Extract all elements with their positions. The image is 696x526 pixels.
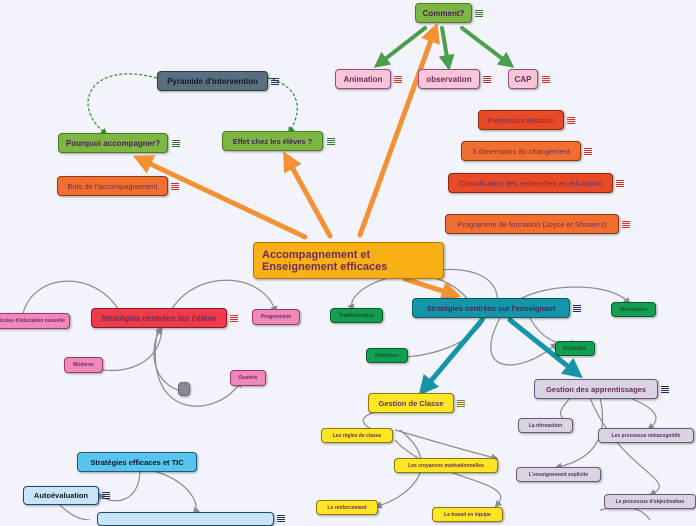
notes-icon[interactable]	[102, 492, 110, 499]
connector-eleve-loop	[153, 327, 179, 391]
directives-node[interactable]: Directives	[366, 348, 408, 363]
strat-tic-node[interactable]: Stratégies efficaces et TIC	[77, 452, 197, 472]
notes-icon[interactable]	[327, 138, 335, 145]
classification-node[interactable]: Classification des recherches en éducati…	[448, 173, 613, 193]
cap-node[interactable]: CAP	[508, 69, 538, 89]
connector-tic-pale	[149, 469, 201, 515]
arrow-central-enseignant	[402, 276, 462, 301]
connector-ga-explicite	[554, 397, 604, 470]
strat-eleve-node[interactable]: Stratégies centrées sur l'élève	[91, 308, 227, 328]
regles-node[interactable]: Les règles de classe	[321, 428, 393, 443]
dimensions-node[interactable]: 3 dimensions du changement	[461, 141, 581, 161]
arrow-comment-animation	[373, 26, 427, 68]
pyramide-node[interactable]: Pyramide d'intervention	[157, 71, 268, 91]
pale-blue-node[interactable]	[97, 512, 274, 526]
gestion-classe-node[interactable]: Gestion de Classe	[368, 393, 454, 413]
education-nouvelle-node[interactable]: Les écoles d'éducation nouvelle	[0, 313, 70, 329]
strat-enseignant-node[interactable]: Stratégies centrées sur l'enseignant	[412, 298, 570, 318]
notes-icon[interactable]	[277, 515, 285, 522]
notes-icon[interactable]	[457, 400, 465, 407]
explicites-node[interactable]: Explicites	[555, 341, 595, 356]
moderne-node[interactable]: Moderne	[64, 357, 103, 373]
structurees-node[interactable]: Structurées	[611, 302, 656, 317]
arrow-central-comment	[357, 22, 440, 238]
notes-icon[interactable]	[271, 78, 279, 85]
effet-node[interactable]: Effet chez les élèves ?	[222, 131, 323, 151]
connector-auto-extra	[59, 504, 91, 520]
autoevaluation-node[interactable]: Autoévaluation	[23, 486, 99, 505]
arrow-comment-cap	[460, 26, 515, 68]
gestion-apprentissages-node[interactable]: Gestion des apprentissages	[534, 379, 658, 399]
connector-ga-meta	[629, 397, 657, 431]
connector-eleve-nouvelle	[19, 280, 121, 322]
grey-marker-node[interactable]	[178, 382, 190, 396]
connector-ga-objectivation	[589, 397, 660, 496]
notes-icon[interactable]	[542, 76, 550, 83]
notes-icon[interactable]	[573, 305, 581, 312]
connector-gc-equipe	[394, 439, 503, 508]
comment-node[interactable]: Comment?	[415, 3, 472, 23]
connector-ens-directives	[391, 317, 486, 361]
enseignement-explicite-node[interactable]: L'enseignement explicite	[516, 467, 601, 482]
notes-icon[interactable]	[172, 140, 180, 147]
objectivation-node[interactable]: Le processus d'objectivation	[604, 494, 696, 509]
arrow-central-effet	[283, 151, 333, 239]
connector-eleve-progressiste	[169, 279, 278, 314]
notes-icon[interactable]	[567, 117, 575, 124]
notes-icon[interactable]	[483, 76, 491, 83]
arrow-central-pourquoi	[132, 155, 308, 240]
arrow-ens-gestion-classe	[418, 317, 485, 396]
notes-icon[interactable]	[230, 315, 238, 322]
progressiste-node[interactable]: Progressiste	[252, 309, 300, 325]
professionnalisation-node[interactable]: Professionnalisation	[478, 110, 564, 130]
ouverte-node[interactable]: Ouverte	[230, 370, 266, 386]
retroaction-node[interactable]: La rétroaction	[518, 418, 573, 433]
buts-node[interactable]: Buts de l'accompagnement	[57, 176, 168, 196]
programme-node[interactable]: Programme de formation (Joyce et Showers…	[445, 214, 619, 234]
croyances-node[interactable]: Les croyances motivationnelles	[394, 458, 498, 473]
connector-eleve-ouverte	[154, 327, 243, 407]
notes-icon[interactable]	[394, 76, 402, 83]
notes-icon[interactable]	[584, 148, 592, 155]
dashed-pyramide-pourquoi	[87, 73, 158, 136]
connector-gc-croyances	[394, 429, 499, 461]
arrow-ens-gestion-apprentissages	[507, 317, 583, 379]
notes-icon[interactable]	[171, 183, 179, 190]
animation-node[interactable]: Animation	[335, 69, 391, 89]
renforcement-node[interactable]: Le renforcement	[316, 500, 378, 515]
connector-gc-renforcement	[374, 429, 423, 509]
connector-ens-struct	[514, 286, 631, 305]
arrow-comment-observation	[438, 26, 455, 71]
notes-icon[interactable]	[661, 386, 669, 393]
central-node[interactable]: Accompagnement et Enseignement efficaces	[253, 242, 444, 279]
notes-icon[interactable]	[622, 221, 630, 228]
notes-icon[interactable]	[616, 180, 624, 187]
pourquoi-node[interactable]: Pourquoi accompagner?	[58, 133, 168, 153]
connector-ens-loop	[490, 317, 558, 366]
metacognitifs-node[interactable]: Les processus métacognitifs	[598, 428, 694, 443]
observation-node[interactable]: observation	[418, 69, 480, 89]
notes-icon[interactable]	[475, 10, 483, 17]
traditionnelles-node[interactable]: Traditionnelles	[330, 308, 383, 323]
dashed-pyramide-effet	[267, 77, 298, 135]
